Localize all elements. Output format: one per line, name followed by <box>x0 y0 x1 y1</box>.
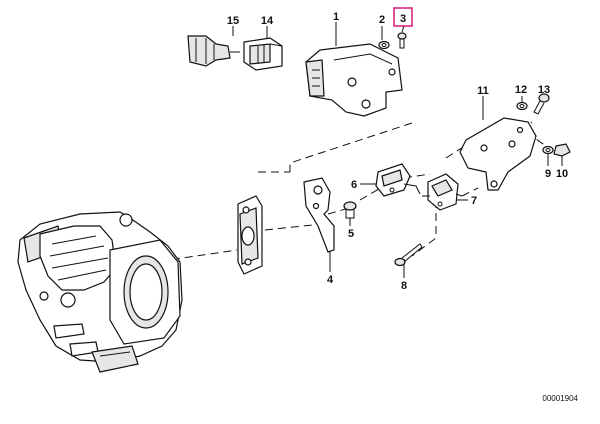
callout-15: 15 <box>227 15 239 27</box>
callout-14: 14 <box>261 15 274 27</box>
leader-lines <box>232 22 563 278</box>
callout-4: 4 <box>327 274 334 286</box>
part-1-throttle-sensor <box>305 43 403 117</box>
callout-6: 6 <box>351 179 357 191</box>
part-8-long-screw <box>394 243 423 267</box>
part-11-mounting-bracket <box>459 117 537 191</box>
part-3-screw <box>397 32 407 49</box>
drawing-code: 00001904 <box>542 394 578 403</box>
callout-8: 8 <box>401 280 407 292</box>
part-9-washer <box>542 145 554 155</box>
callout-13: 13 <box>538 84 550 96</box>
callout-10: 10 <box>556 168 568 180</box>
callout-12: 12 <box>515 84 527 96</box>
callout-1: 1 <box>333 11 339 23</box>
callout-5: 5 <box>348 228 354 240</box>
part-2-washer <box>378 40 390 50</box>
part-13-screw <box>533 93 550 115</box>
part-4-bracket <box>303 177 335 253</box>
part-5-screw <box>343 201 357 219</box>
callout-9: 9 <box>545 168 551 180</box>
part-14-plug-housing <box>243 37 283 71</box>
part-6-switch <box>375 163 421 197</box>
part-12-washer <box>516 101 528 111</box>
part-15-connector-boot <box>187 35 240 67</box>
gasket-plate <box>237 195 263 275</box>
callout-11: 11 <box>477 85 489 97</box>
callout-2: 2 <box>379 14 385 26</box>
throttle-body <box>17 211 183 373</box>
callout-3: 3 <box>400 13 406 25</box>
part-7-micro-switch <box>422 173 463 211</box>
callout-7: 7 <box>471 195 477 207</box>
highlight-box <box>393 7 413 27</box>
part-10-nut <box>553 143 571 157</box>
